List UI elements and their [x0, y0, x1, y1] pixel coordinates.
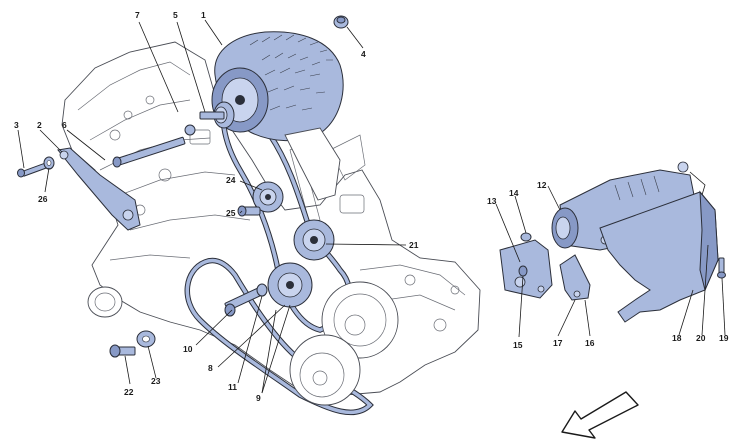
callout-16: 16: [585, 338, 595, 348]
heat-shield-18: [599, 171, 719, 323]
washer-5: [184, 124, 196, 136]
idler-pulley-lower: [267, 262, 313, 308]
callout-labels: 1 2 3 4 5 6 7 8 9 10 11 12 13 14 15 16 1…: [14, 10, 729, 403]
callout-18: 18: [672, 333, 682, 343]
callout-2: 2: [37, 120, 42, 130]
washer-4: [333, 15, 349, 29]
callout-9: 9: [256, 393, 261, 403]
washer-23: [136, 330, 156, 348]
bolt-25: [237, 205, 261, 217]
bolt-6: [112, 136, 186, 168]
bracket-16: [559, 254, 591, 301]
callout-7: 7: [135, 10, 140, 20]
callout-26: 26: [38, 194, 48, 204]
callout-5: 5: [173, 10, 178, 20]
washer-14: [520, 232, 532, 242]
callout-20: 20: [696, 333, 706, 343]
compressor: [289, 281, 399, 406]
bracket-2: [57, 147, 141, 231]
callout-13: 13: [487, 196, 497, 206]
bolt-3: [17, 162, 49, 178]
callout-15: 15: [513, 340, 523, 350]
callout-11: 11: [228, 382, 237, 392]
callout-6: 6: [62, 120, 67, 130]
alternator: [199, 31, 344, 201]
washer-11: [256, 283, 268, 297]
callout-21: 21: [409, 240, 419, 250]
nut-15: [518, 265, 528, 277]
callout-17: 17: [553, 338, 563, 348]
callout-19: 19: [719, 333, 729, 343]
front-direction-arrow-icon: [561, 391, 639, 439]
callout-10: 10: [183, 344, 193, 354]
callout-23: 23: [151, 376, 161, 386]
bolt-22: [109, 344, 136, 358]
idler-pulley-21: [293, 219, 335, 261]
callout-24: 24: [226, 175, 236, 185]
callout-1: 1: [201, 10, 206, 20]
callout-4: 4: [361, 49, 366, 59]
callout-25: 25: [226, 208, 236, 218]
callout-3: 3: [14, 120, 19, 130]
bolt-19: [717, 257, 726, 279]
leader-lines: [17, 19, 726, 394]
callout-8: 8: [208, 363, 213, 373]
callout-22: 22: [124, 387, 134, 397]
washer-26: [43, 156, 55, 170]
callout-12: 12: [537, 180, 547, 190]
callout-14: 14: [509, 188, 519, 198]
